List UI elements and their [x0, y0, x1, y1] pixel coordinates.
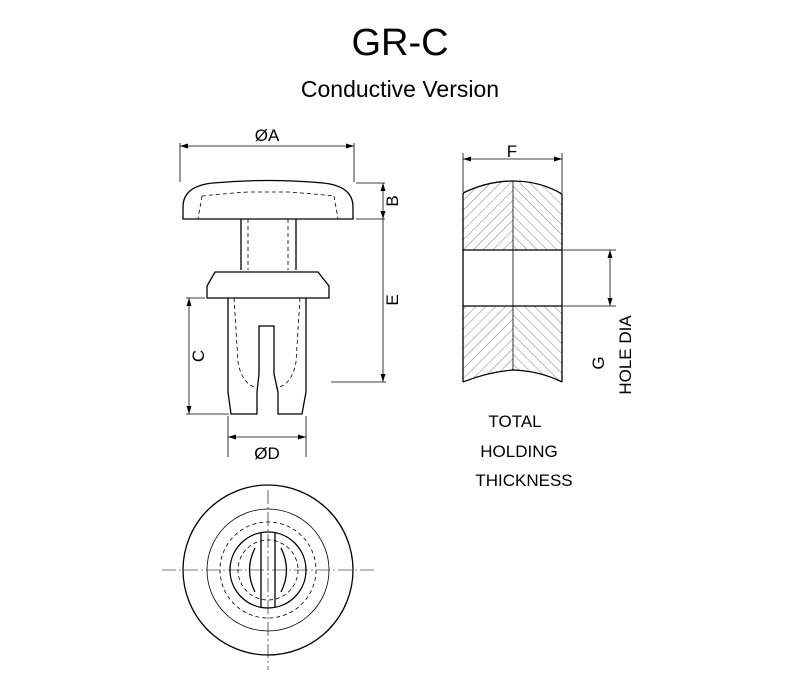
- fastener-legs: [227, 298, 307, 415]
- dimension-e: [331, 219, 386, 383]
- fastener-bottom-view: [162, 484, 374, 670]
- drawing-title: GR-C: [351, 22, 449, 64]
- fastener-neck: [240, 219, 297, 270]
- fastener-side-view: [182, 179, 354, 415]
- dimension-f-label: F: [507, 142, 517, 161]
- dimension-g: [563, 249, 616, 307]
- dimension-c: [186, 297, 229, 415]
- dimension-a-label: ØA: [255, 126, 280, 145]
- dimension-f: [462, 153, 563, 193]
- dimension-b: [356, 182, 386, 220]
- fastener-collar: [206, 271, 330, 299]
- dimension-a: [179, 143, 355, 182]
- thickness-label-line-3: THICKNESS: [475, 471, 572, 490]
- fastener-hidden-lines: [197, 191, 339, 389]
- drawing-subtitle: Conductive Version: [300, 76, 500, 102]
- thickness-label-line-1: TOTAL: [488, 412, 541, 431]
- hole-dia-label: HOLE DIA: [616, 315, 635, 395]
- thickness-label-line-2: HOLDING: [480, 442, 557, 461]
- fastener-head: [182, 179, 354, 220]
- dimension-c-label: C: [189, 350, 208, 362]
- panel-section: [462, 180, 563, 383]
- dimension-d: [227, 416, 307, 457]
- dimension-b-label: B: [383, 195, 402, 206]
- dimension-g-label: G: [589, 356, 608, 369]
- dimension-d-label: ØD: [254, 444, 280, 463]
- dimension-e-label: E: [383, 294, 402, 305]
